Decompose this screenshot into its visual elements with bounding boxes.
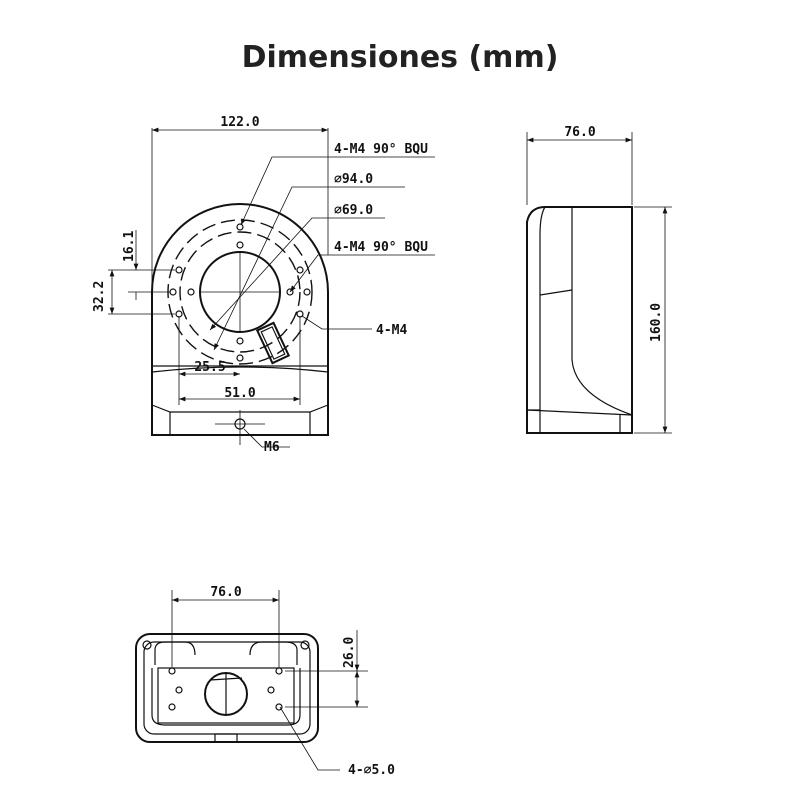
front-view: 122.0 4-M4 90° BQU ∅94.0 ∅69.0 4-M4 90° …	[92, 115, 435, 455]
dim-25-5: 25.5	[194, 360, 225, 375]
side-view: 76.0 160.0	[526, 125, 672, 434]
offset-dimension: 26.0	[342, 637, 357, 668]
callout-top: 4-M4 90° BQU	[334, 142, 428, 157]
page-title: Dimensiones (mm)	[241, 40, 559, 75]
bottom-view: 76.0 26.0 4-∅5.0	[135, 585, 395, 778]
dim-32-2: 32.2	[92, 281, 107, 312]
spacing-dimension: 76.0	[210, 585, 241, 600]
callout-mid: 4-M4 90° BQU	[334, 240, 428, 255]
depth-dimension: 76.0	[564, 125, 595, 140]
height-dimension: 160.0	[649, 303, 664, 342]
holes-callout: 4-∅5.0	[348, 763, 395, 778]
diameter-inner: ∅69.0	[334, 203, 373, 218]
dim-16-1: 16.1	[122, 231, 137, 262]
diameter-outer: ∅94.0	[334, 172, 373, 187]
callout-side: 4-M4	[376, 323, 407, 338]
dim-51-0: 51.0	[224, 386, 255, 401]
bolt-label: M6	[264, 440, 280, 455]
width-dimension: 122.0	[220, 115, 259, 130]
